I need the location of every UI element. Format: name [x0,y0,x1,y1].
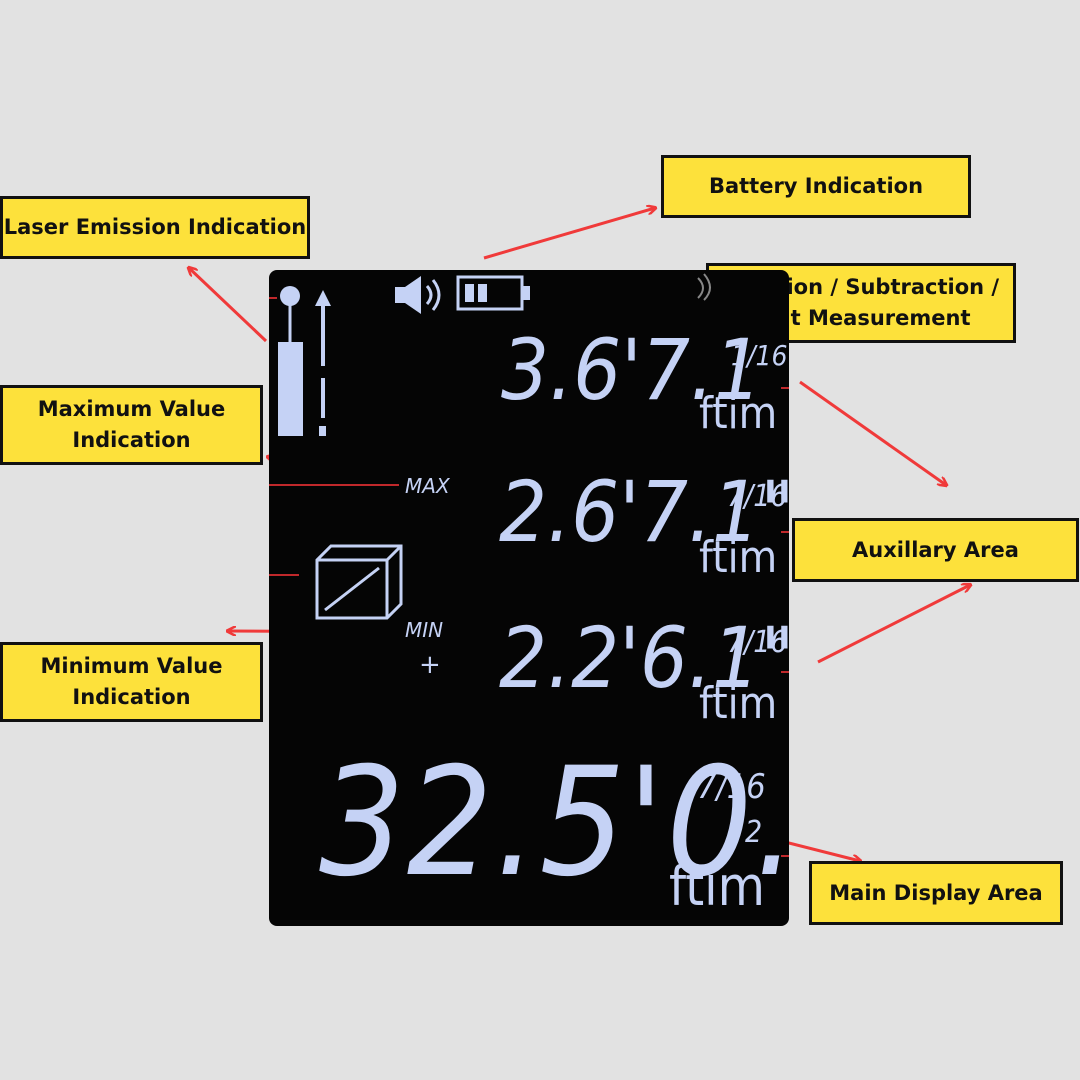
signal-icon [697,273,711,301]
max-label: MAX [405,474,450,498]
callout-max-line1: Maximum Value [37,397,226,421]
callout-min-line2: Indication [72,685,191,709]
aux-row1-value: 3.6'7.1 [501,321,763,419]
arrow-battery [483,208,655,260]
aux-row3-unit: ftim [699,678,778,729]
min-label: MIN [405,618,444,642]
main-fraction: 7/16 [697,767,766,807]
callout-max-value: Maximum Value Indication [0,385,263,465]
callout-battery-text: Battery Indication [708,174,924,198]
arrow-aux-upper [799,380,946,485]
main-subscript: 2 [745,815,763,850]
lcd-screen: MAX MIN + 3.6'7.1 1/16 ftim 2.6'7.1" 7/1… [269,270,789,926]
callout-laser-text: Laser Emission Indication [3,215,307,239]
callout-main-text: Main Display Area [829,880,1043,905]
callout-main-display: Main Display Area [809,861,1063,925]
callout-min-line1: Minimum Value [40,654,223,678]
callout-battery: Battery Indication [661,155,971,218]
aux-row3-value: 2.2'6.1" [499,609,789,707]
edge-ticks [269,297,789,857]
callout-auxillary: Auxillary Area [792,518,1079,582]
speaker-icon [395,276,441,314]
arrow-laser [189,268,268,343]
aux-row3-fraction: 7/16 [727,625,788,660]
aux-row2-unit: ftim [699,532,778,583]
main-unit: ftim [669,855,766,918]
aux-row1-fraction: 1/16 [731,339,788,372]
callout-aux-text: Auxillary Area [852,537,1019,562]
callout-min-value: Minimum Value Indication [0,642,263,722]
aux-row2-value: 2.6'7.1" [499,463,789,561]
main-value: 32.5'0.5" [319,736,789,910]
cube-icon [315,544,403,620]
aux-row2-fraction: 7/16 [727,479,788,514]
aux-row1-unit: ftim [699,388,778,439]
callout-max-line2: Indication [72,428,191,452]
laser-icon [278,286,331,436]
callout-laser-emission: Laser Emission Indication [0,196,310,259]
plus-sign: + [419,650,441,680]
battery-icon [456,275,530,311]
arrow-aux-lower [817,585,970,664]
